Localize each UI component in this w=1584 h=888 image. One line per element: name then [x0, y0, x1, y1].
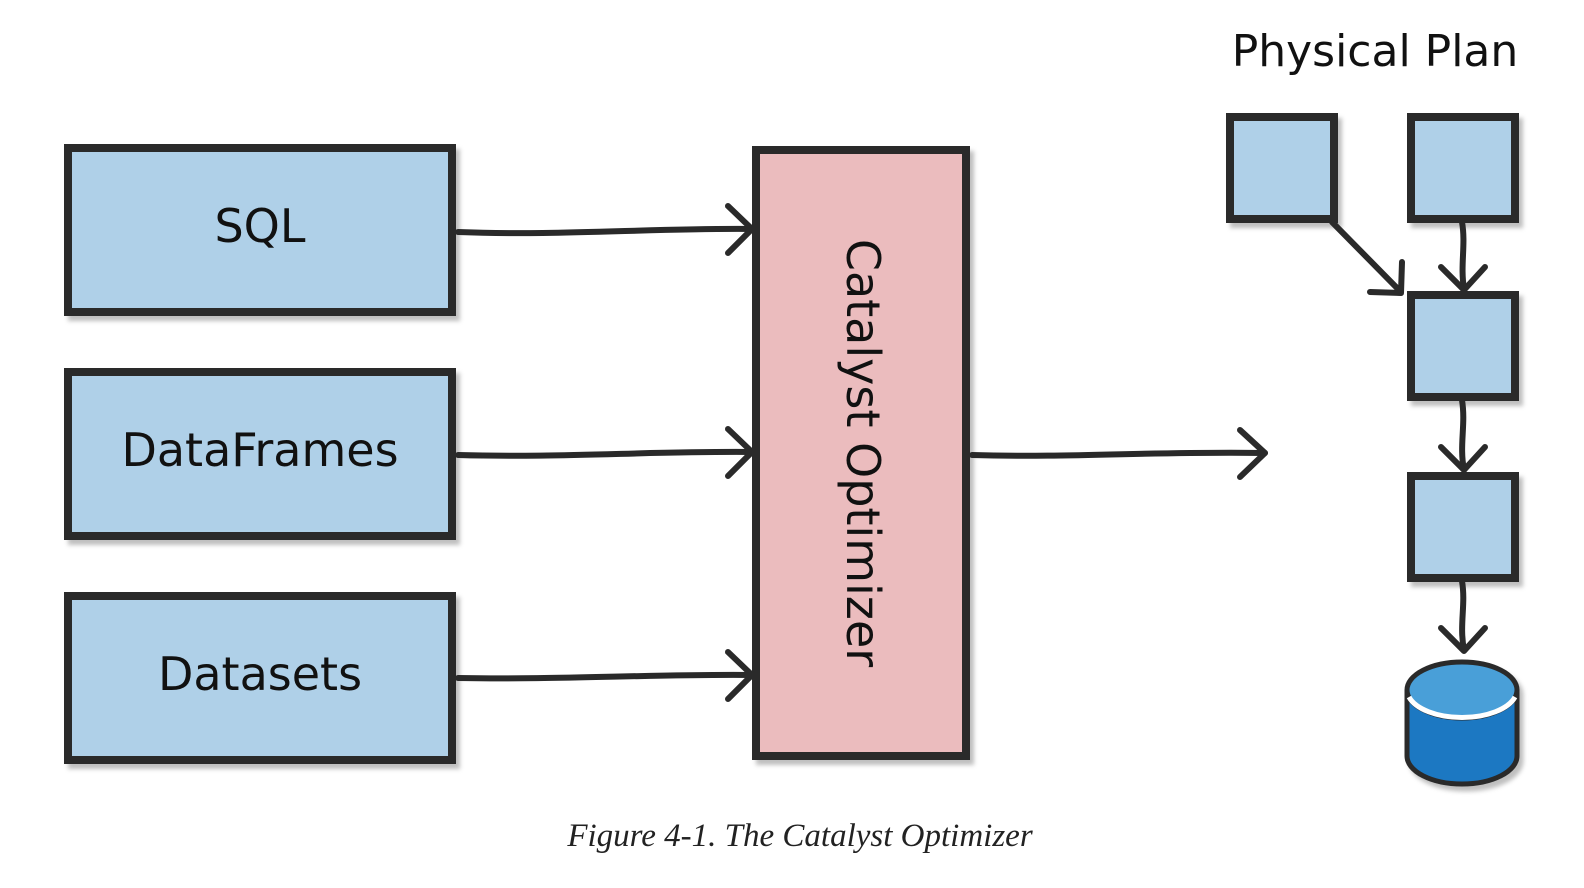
catalyst-optimizer-label: Catalyst Optimizer	[836, 239, 890, 667]
plan-node-lower	[1407, 472, 1519, 582]
catalyst-optimizer-box: Catalyst Optimizer	[752, 146, 970, 760]
arrow-datasets-to-optimizer	[455, 649, 755, 702]
arrow-dataframes-to-optimizer	[455, 426, 755, 479]
plan-arrow-left-to-join	[1329, 219, 1405, 296]
input-box-sql: SQL	[64, 144, 456, 316]
plan-node-top-left	[1226, 113, 1338, 223]
input-box-dataframes: DataFrames	[64, 368, 456, 540]
arrow-optimizer-to-plan	[969, 427, 1268, 480]
input-box-datasets: Datasets	[64, 592, 456, 764]
arrow-sql-to-optimizer	[455, 203, 755, 256]
input-label-dataframes: DataFrames	[121, 423, 398, 477]
plan-node-top-right	[1407, 113, 1519, 223]
input-label-sql: SQL	[214, 199, 305, 253]
physical-plan-title: Physical Plan	[1232, 26, 1519, 77]
database-icon	[1404, 659, 1520, 787]
figure-caption: Figure 4-1. The Catalyst Optimizer	[567, 818, 1033, 854]
plan-node-join	[1407, 291, 1519, 401]
plan-arrow-right-to-join	[1438, 219, 1488, 293]
input-label-datasets: Datasets	[158, 647, 362, 701]
plan-arrow-lower-to-database	[1438, 578, 1488, 654]
plan-arrow-join-to-lower	[1438, 397, 1488, 473]
